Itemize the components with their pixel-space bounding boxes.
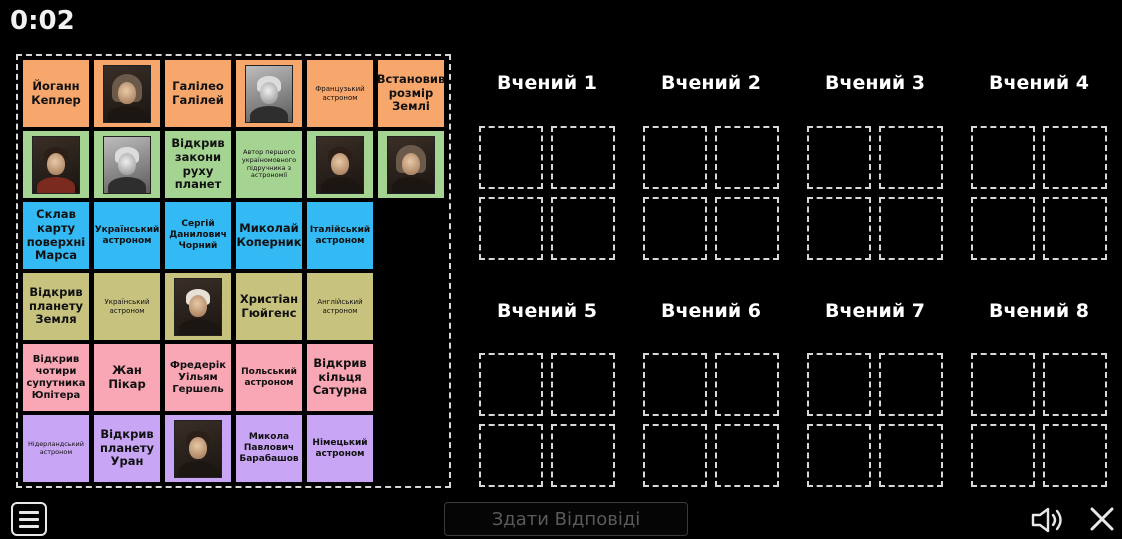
hamburger-menu-icon[interactable]: [11, 502, 47, 536]
submit-answers-button[interactable]: Здати Відповіді: [444, 502, 688, 536]
drop-slot[interactable]: [479, 126, 543, 189]
speaker-icon[interactable]: [1030, 505, 1066, 535]
drop-slot[interactable]: [551, 424, 615, 487]
portrait-image: [103, 135, 151, 194]
drop-slot[interactable]: [643, 197, 707, 260]
card-textbook-author[interactable]: Автор першого україномовного підручника …: [236, 131, 302, 198]
card-earth-size[interactable]: Встановив розмір Землі: [378, 60, 444, 127]
drop-slot[interactable]: [971, 424, 1035, 487]
card-ukrainian-astronomer[interactable]: Український астроном: [94, 202, 160, 269]
drop-slot[interactable]: [715, 353, 779, 416]
portrait-image: [32, 135, 80, 194]
drop-slot[interactable]: [1043, 353, 1107, 416]
drop-slot[interactable]: [971, 353, 1035, 416]
group-title-1: Вчений 1: [496, 72, 597, 94]
drop-slot[interactable]: [551, 126, 615, 189]
drop-slot[interactable]: [879, 353, 943, 416]
card-portrait[interactable]: [23, 131, 89, 198]
card-portrait[interactable]: [236, 60, 302, 127]
drop-slot[interactable]: [807, 126, 871, 189]
card-herschel-name[interactable]: Фредерік Уільям Гершель: [165, 344, 231, 411]
drop-slot[interactable]: [1043, 197, 1107, 260]
group-title-7: Вчений 7: [824, 300, 925, 322]
card-german-astronomer[interactable]: Німецький астроном: [307, 415, 373, 482]
drop-slot[interactable]: [971, 126, 1035, 189]
group-title-4: Вчений 4: [988, 72, 1089, 94]
drop-slot[interactable]: [551, 197, 615, 260]
drop-slot[interactable]: [715, 126, 779, 189]
drop-slot[interactable]: [479, 353, 543, 416]
card-galileo-name[interactable]: Галілео Галілей: [165, 60, 231, 127]
group-title-6: Вчений 6: [660, 300, 761, 322]
card-italian-astronomer[interactable]: Італійський астроном: [307, 202, 373, 269]
drop-slot[interactable]: [643, 353, 707, 416]
group-title-2: Вчений 2: [660, 72, 761, 94]
portrait-image: [245, 64, 293, 123]
drop-slot[interactable]: [715, 197, 779, 260]
group-title-5: Вчений 5: [496, 300, 597, 322]
drop-slot[interactable]: [879, 424, 943, 487]
portrait-image: [103, 64, 151, 123]
drop-slot[interactable]: [643, 126, 707, 189]
drop-slot[interactable]: [1043, 126, 1107, 189]
card-polish-astronomer[interactable]: Польський астроном: [236, 344, 302, 411]
drop-slot[interactable]: [807, 353, 871, 416]
drop-slot[interactable]: [879, 197, 943, 260]
card-huygens-name[interactable]: Христіан Гюйгенс: [236, 273, 302, 340]
card-barabashov-name[interactable]: Микола Павлович Барабашов: [236, 415, 302, 482]
timer: 0:02: [10, 6, 75, 36]
drop-slot[interactable]: [807, 197, 871, 260]
card-saturn-rings[interactable]: Відкрив кільця Сатурна: [307, 344, 373, 411]
card-kepler-name[interactable]: Йоганн Кеплер: [23, 60, 89, 127]
card-discovered-earth[interactable]: Відкрив планету Земля: [23, 273, 89, 340]
card-copernicus-name[interactable]: Миколай Коперник: [236, 202, 302, 269]
drop-slot[interactable]: [479, 424, 543, 487]
card-bank: Йоганн Кеплер Галілео Галілей Французьки…: [16, 54, 451, 488]
card-ukrainian-astronomer-2[interactable]: Український астроном: [94, 273, 160, 340]
drop-slot[interactable]: [1043, 424, 1107, 487]
drop-slot[interactable]: [715, 424, 779, 487]
card-mars-map[interactable]: Склав карту поверхні Марса: [23, 202, 89, 269]
portrait-image: [174, 419, 222, 478]
card-jupiter-moons[interactable]: Відкрив чотири супутника Юпітера: [23, 344, 89, 411]
group-title-8: Вчений 8: [988, 300, 1089, 322]
card-portrait[interactable]: [307, 131, 373, 198]
drop-slot[interactable]: [551, 353, 615, 416]
drop-slot[interactable]: [807, 424, 871, 487]
card-portrait[interactable]: [165, 273, 231, 340]
portrait-image: [387, 135, 435, 194]
card-dutch-astronomer[interactable]: Нідерландський астроном: [23, 415, 89, 482]
card-portrait[interactable]: [94, 131, 160, 198]
portrait-image: [316, 135, 364, 194]
card-picard-name[interactable]: Жан Пікар: [94, 344, 160, 411]
drop-slot[interactable]: [479, 197, 543, 260]
card-laws-planet-motion[interactable]: Відкрив закони руху планет: [165, 131, 231, 198]
drop-slot[interactable]: [971, 197, 1035, 260]
card-portrait[interactable]: [165, 415, 231, 482]
card-chornyi-name[interactable]: Сергій Данилович Чорний: [165, 202, 231, 269]
drop-slot[interactable]: [879, 126, 943, 189]
card-portrait[interactable]: [94, 60, 160, 127]
close-icon[interactable]: [1089, 506, 1115, 532]
drop-slot[interactable]: [643, 424, 707, 487]
card-english-astronomer[interactable]: Англійський астроном: [307, 273, 373, 340]
card-portrait[interactable]: [378, 131, 444, 198]
group-title-3: Вчений 3: [824, 72, 925, 94]
card-discovered-uranus[interactable]: Відкрив планету Уран: [94, 415, 160, 482]
card-french-astronomer[interactable]: Французький астроном: [307, 60, 373, 127]
portrait-image: [174, 277, 222, 336]
